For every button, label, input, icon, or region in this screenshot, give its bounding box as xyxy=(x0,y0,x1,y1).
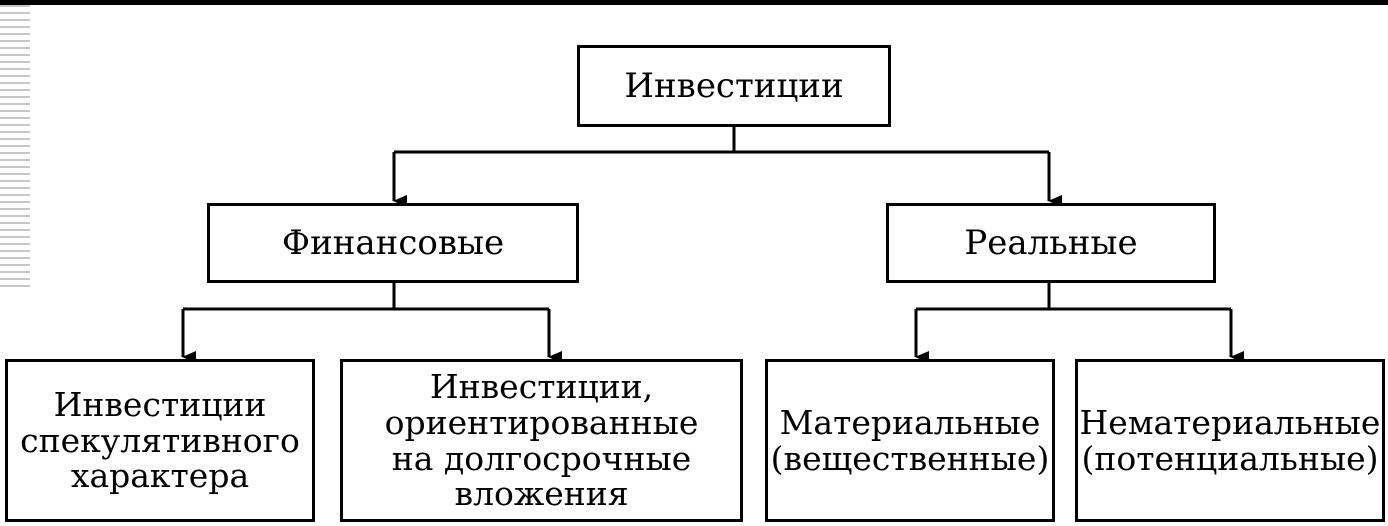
top-border-line xyxy=(0,0,1388,5)
node-financial-label: Финансовые xyxy=(281,222,505,263)
node-real: Реальные xyxy=(886,203,1216,283)
node-nonmaterial-label: Нематериальные (потенциальные) xyxy=(1079,402,1381,478)
node-speculative: Инвестиции спекулятивного характера xyxy=(5,359,315,522)
node-nonmaterial: Нематериальные (потенциальные) xyxy=(1075,359,1385,522)
scan-artifact-strip xyxy=(0,5,30,290)
node-speculative-label: Инвестиции спекулятивного характера xyxy=(20,385,300,496)
node-investments-label: Инвестиции xyxy=(624,65,844,106)
node-financial: Финансовые xyxy=(207,203,579,283)
node-long-term-label: Инвестиции, ориентированные на долгосроч… xyxy=(384,367,699,514)
node-material: Материальные (вещественные) xyxy=(765,359,1055,522)
node-real-label: Реальные xyxy=(964,222,1138,263)
node-long-term: Инвестиции, ориентированные на долгосроч… xyxy=(340,359,743,522)
node-investments: Инвестиции xyxy=(577,45,891,127)
node-material-label: Материальные (вещественные) xyxy=(770,402,1050,478)
